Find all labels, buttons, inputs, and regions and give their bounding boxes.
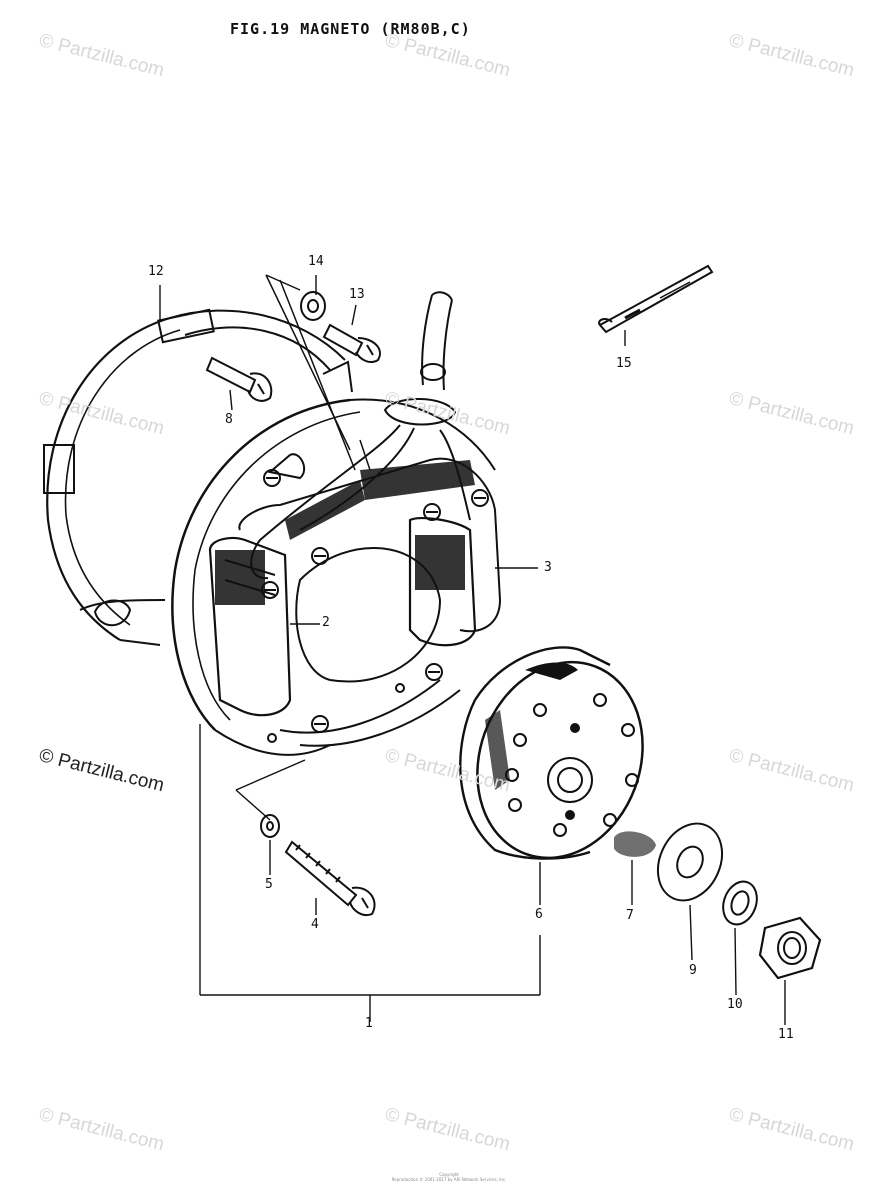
rotor-flywheel-6 bbox=[459, 646, 644, 860]
leader-lines bbox=[159, 275, 786, 1025]
nut-11 bbox=[758, 916, 822, 980]
stator-coils bbox=[208, 457, 502, 747]
footer-line-2: Reproduction © 2001-2017 by ARI Network … bbox=[391, 1177, 507, 1182]
callout-14: 14 bbox=[308, 254, 324, 269]
wire-lead bbox=[250, 291, 471, 580]
woodruff-key-7 bbox=[614, 831, 657, 857]
callout-11: 11 bbox=[778, 1027, 794, 1042]
lock-washer-10 bbox=[722, 880, 758, 926]
callout-2: 2 bbox=[322, 615, 330, 630]
callout-3: 3 bbox=[544, 560, 552, 575]
washer-9 bbox=[656, 822, 724, 902]
stator-screws bbox=[261, 469, 489, 743]
screw-8 bbox=[205, 356, 273, 402]
callout-7: 7 bbox=[626, 908, 634, 923]
screw-13 bbox=[322, 323, 381, 363]
callout-5: 5 bbox=[265, 877, 273, 892]
callout-12: 12 bbox=[148, 264, 164, 279]
callout-6: 6 bbox=[535, 907, 543, 922]
callout-13: 13 bbox=[349, 287, 365, 302]
wire-clamp-15 bbox=[598, 264, 714, 334]
figure-title: FIG.19 MAGNETO (RM80B,C) bbox=[230, 20, 471, 38]
cover-ring bbox=[43, 308, 353, 646]
callout-8: 8 bbox=[225, 412, 233, 427]
callout-10: 10 bbox=[727, 997, 743, 1012]
callout-9: 9 bbox=[689, 963, 697, 978]
callout-1: 1 bbox=[365, 1016, 373, 1031]
washer-5 bbox=[260, 814, 280, 838]
washer-14 bbox=[300, 291, 326, 321]
copyright-footer: Copyright Reproduction © 2001-2017 by AR… bbox=[384, 1172, 514, 1182]
callout-15: 15 bbox=[616, 356, 632, 371]
screw-4 bbox=[284, 840, 376, 916]
callout-4: 4 bbox=[311, 917, 319, 932]
stator-base-plate bbox=[171, 398, 496, 756]
footer-line-1: Copyright bbox=[439, 1172, 459, 1177]
